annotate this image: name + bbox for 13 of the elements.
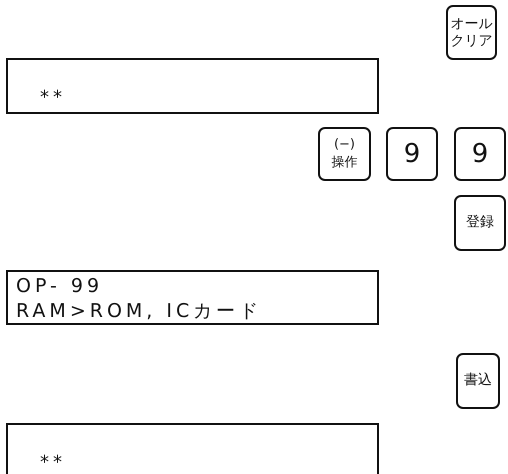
operation-key: (−) 操作 — [318, 127, 371, 181]
display-panel — [6, 58, 379, 114]
display-text: RAM>ROM, ICカード — [16, 301, 262, 322]
digit-key: 9 — [454, 127, 506, 181]
display-text: ** — [40, 88, 66, 108]
digit-key: 9 — [386, 127, 438, 181]
display-panel — [6, 423, 379, 474]
display-text: OP- 99 — [16, 276, 104, 297]
write-key: 書込 — [456, 353, 500, 409]
display-panel — [6, 270, 379, 325]
register-key: 登録 — [454, 195, 506, 251]
display-text: ** — [40, 453, 66, 473]
all-clear-key: オールクリア — [446, 5, 497, 60]
